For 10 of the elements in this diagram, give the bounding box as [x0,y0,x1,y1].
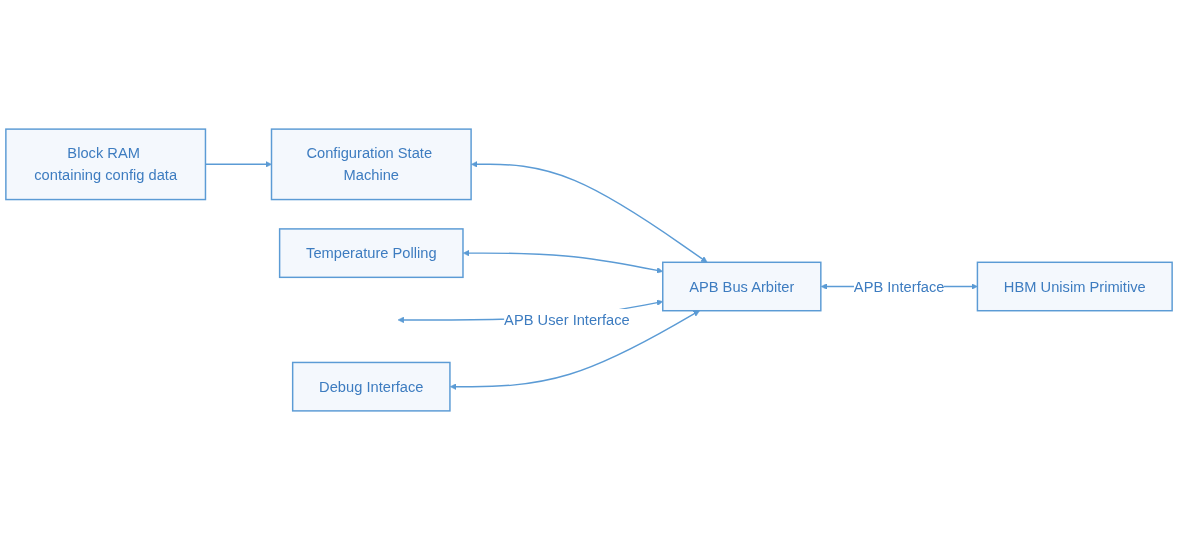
edge-label: APB Interface [853,278,945,295]
edge-label: APB User Interface [504,311,630,328]
node-box: APB Bus Arbiter [662,261,822,312]
node-box: Block RAM containing config data [5,128,207,201]
node-box: HBM Unisim Primitive [976,261,1173,312]
arrow [471,161,708,263]
node-box: Configuration State Machine [270,128,472,201]
node-box: Debug Interface [291,361,451,412]
node-box: Temperature Polling [278,228,464,279]
arrow [449,310,700,390]
